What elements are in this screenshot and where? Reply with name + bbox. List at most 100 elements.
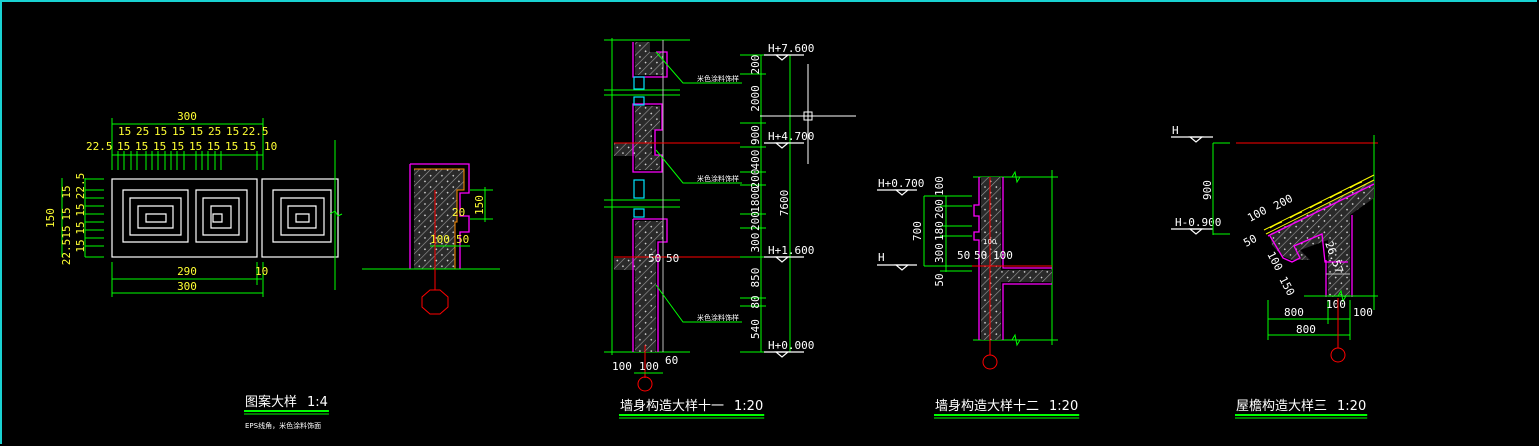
wall12-scale: 1:20 bbox=[1049, 399, 1078, 414]
pattern-top-dim: 22.5 bbox=[242, 125, 269, 138]
pattern-left-dim: 15 bbox=[74, 203, 87, 216]
wall12-heading: 墙身构造大样十二 1:20 bbox=[935, 398, 1078, 414]
pattern-top-dim: 15 bbox=[225, 140, 238, 153]
pattern-left-total: 150 bbox=[44, 208, 57, 228]
crosshair-cursor bbox=[760, 64, 856, 164]
pattern-left-dim: 15 bbox=[74, 239, 87, 252]
wall12-level-h: H bbox=[878, 251, 885, 264]
pattern-top-dim: 15 bbox=[243, 140, 256, 153]
wall11-note-2: 米色涂料饰样 bbox=[697, 174, 739, 183]
wall-detail-12: H+0.700 H 100 200 180 300 50 700 50 50 1… bbox=[877, 170, 1080, 419]
pattern-top-right-dim: 10 bbox=[264, 140, 277, 153]
wall11-bottom-dim-3: 60 bbox=[665, 354, 678, 367]
pattern-detail-heading: 图案大样 1:4 bbox=[245, 395, 328, 410]
cornice-section: 150 20 100 50 bbox=[362, 163, 500, 315]
eave-slope-3: 50 bbox=[1241, 232, 1259, 250]
wall12-hdim-2: 50 bbox=[974, 249, 987, 262]
pattern-left-dim: 22.5 bbox=[60, 239, 73, 266]
eave-bottom-dim-2: 100 bbox=[1326, 298, 1346, 311]
wall12-vdim-2: 200 bbox=[933, 199, 946, 219]
pattern-top-dim: 15 bbox=[226, 125, 239, 138]
wall12-total: 700 bbox=[911, 221, 924, 241]
pattern-detail-scale: 1:4 bbox=[307, 395, 328, 410]
wall12-title: 墙身构造大样十二 bbox=[935, 398, 1039, 414]
eave-slope-2: 200 bbox=[1271, 192, 1295, 213]
level-marker-icon bbox=[774, 142, 790, 149]
pattern-top-dim: 15 bbox=[171, 140, 184, 153]
cornice-dim-20: 20 bbox=[452, 206, 465, 219]
pattern-top-dim: 25 bbox=[136, 125, 149, 138]
pattern-top-dim: 22.5 bbox=[86, 140, 113, 153]
pattern-top-total: 300 bbox=[177, 110, 197, 123]
eave-bottom-dim-1: 800 bbox=[1284, 306, 1304, 319]
pattern-top-dim: 15 bbox=[117, 140, 130, 153]
wall11-level-label: H+7.600 bbox=[768, 42, 814, 55]
pattern-left-dim: 15 bbox=[74, 221, 87, 234]
cornice-dim-150: 150 bbox=[473, 195, 486, 215]
pattern-top-dim: 15 bbox=[190, 125, 203, 138]
wall11-segment-dim: 540 bbox=[749, 319, 762, 339]
wall11-segment-dim: 900 bbox=[749, 125, 762, 145]
level-marker-icon bbox=[774, 256, 790, 263]
wall12-vdim-3: 180 bbox=[933, 221, 946, 241]
eave-slope-1: 100 bbox=[1245, 204, 1269, 225]
wall11-segment-dim: 80 bbox=[749, 295, 762, 308]
pattern-bottom-gap: 10 bbox=[255, 265, 268, 278]
pattern-left-dim: 22.5 bbox=[74, 173, 87, 200]
pattern-left-dim: 15 bbox=[60, 185, 73, 198]
wall11-level-label: H+0.000 bbox=[768, 339, 814, 352]
axis-bubble bbox=[421, 289, 449, 315]
level-marker-icon bbox=[774, 54, 790, 61]
wall12-hdim-1: 50 bbox=[957, 249, 970, 262]
eave-scale: 1:20 bbox=[1337, 399, 1366, 414]
eave-height-dim: 900 bbox=[1201, 180, 1214, 200]
eave-bottom-dim-3: 100 bbox=[1353, 306, 1373, 319]
pattern-left-dim: 15 bbox=[60, 207, 73, 220]
pattern-top-dim: 15 bbox=[135, 140, 148, 153]
pattern-detail-note: EPS线角，米色涂料饰面 bbox=[245, 421, 321, 430]
wall11-bottom-dim-2: 100 bbox=[639, 360, 659, 373]
wall11-scale: 1:20 bbox=[734, 399, 763, 414]
pattern-top-dim: 15 bbox=[172, 125, 185, 138]
wall11-note-1: 米色涂料饰样 bbox=[697, 74, 739, 83]
eave-detail-3: H H-0.900 900 26.57 100 200 50 100 150 8… bbox=[1171, 124, 1378, 419]
wall12-hdim-4: 100 bbox=[993, 249, 1013, 262]
wall11-segment-dim: 2000 bbox=[749, 85, 762, 112]
wall11-bottom-dim-1: 100 bbox=[612, 360, 632, 373]
pattern-bottom-total: 300 bbox=[177, 280, 197, 293]
pattern-top-dim: 15 bbox=[154, 125, 167, 138]
wall11-offset-1: 50 bbox=[648, 252, 661, 265]
wall11-level-label: H+1.600 bbox=[768, 244, 814, 257]
wall12-vdim-4: 300 bbox=[933, 243, 946, 263]
pattern-top-dim: 15 bbox=[153, 140, 166, 153]
pattern-bottom-dim: 290 bbox=[177, 265, 197, 278]
wall11-segment-dim: 200 bbox=[749, 169, 762, 189]
pattern-top-dim: 15 bbox=[207, 140, 220, 153]
wall11-total-dim: 7600 bbox=[778, 190, 791, 217]
wall11-segment-dim: 300 bbox=[749, 233, 762, 253]
wall-detail-11: 米色涂料饰样 米色涂料饰样 米色涂料饰样 50 50 100 100 60 20… bbox=[604, 38, 856, 419]
pattern-top-dim: 25 bbox=[208, 125, 221, 138]
wall12-hdim-3: 100 bbox=[983, 238, 996, 246]
eave-level-low: H-0.900 bbox=[1175, 216, 1221, 229]
pattern-detail-title: 图案大样 bbox=[245, 395, 297, 410]
cornice-dim-50: 50 bbox=[456, 233, 469, 246]
wall11-segment-dim: 1800 bbox=[749, 186, 762, 213]
level-marker-icon bbox=[774, 351, 790, 358]
wall11-offset-2: 50 bbox=[666, 252, 679, 265]
wall11-segment-dim: 400 bbox=[749, 150, 762, 170]
wall12-vdim-1: 100 bbox=[933, 176, 946, 196]
wall11-segment-dim: 850 bbox=[749, 268, 762, 288]
wall11-note-3: 米色涂料饰样 bbox=[697, 313, 739, 322]
meander-pattern bbox=[111, 140, 343, 290]
pattern-top-dim: 15 bbox=[189, 140, 202, 153]
wall11-segment-dim: 200 bbox=[749, 211, 762, 231]
cornice-dim-100: 100 bbox=[430, 233, 450, 246]
eave-bottom-total: 800 bbox=[1296, 323, 1316, 336]
